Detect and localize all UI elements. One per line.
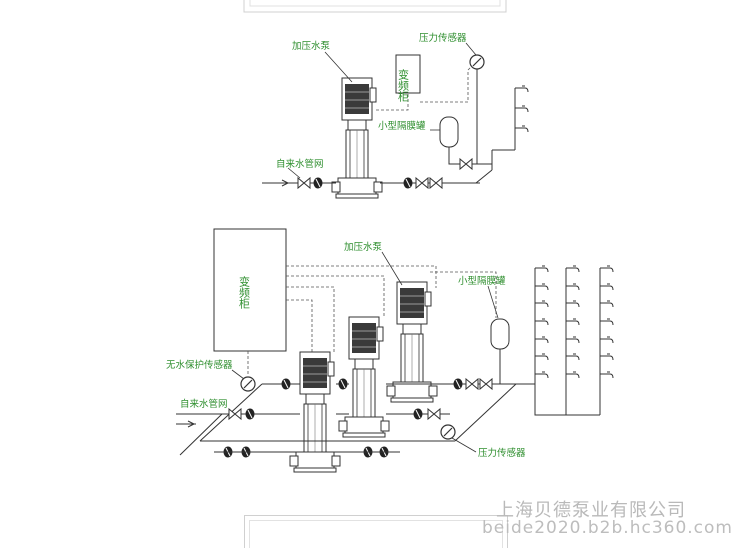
faucet-column-3	[599, 265, 614, 379]
bottom-pressure-sensor-label: 压力传感器	[478, 447, 526, 459]
bottom-vfd-label: 变频柜	[238, 275, 251, 310]
top-diaphragm-tank	[439, 116, 459, 156]
top-single-pump-diagram: 加压水泵 变频柜 压力传感器 小型隔膜罐 自来水管网	[262, 32, 529, 199]
top-banner-frame	[243, 0, 507, 13]
top-pressure-sensor-icon	[469, 54, 485, 70]
no-water-sensor-label: 无水保护传感器	[166, 359, 233, 371]
bottom-pump-label: 加压水泵	[344, 241, 383, 253]
watermark-company: 上海贝德泵业有限公司	[496, 500, 686, 521]
top-pressure-sensor-label: 压力传感器	[419, 32, 467, 44]
bottom-vfd-cabinet	[213, 228, 287, 352]
faucet-column-2	[565, 265, 580, 379]
bottom-booster-pump-2	[338, 316, 390, 438]
bottom-banner-frame	[244, 515, 508, 548]
top-mains-label: 自来水管网	[276, 158, 324, 170]
bottom-diaphragm-tank	[490, 318, 510, 358]
top-pump-label: 加压水泵	[292, 40, 331, 52]
top-vfd-cabinet	[395, 54, 421, 94]
top-tank-label: 小型隔膜罐	[378, 120, 426, 132]
watermark-url: beide2020.b2b.hc360.com	[482, 518, 733, 538]
bottom-booster-pump-1	[289, 351, 341, 473]
bottom-multi-pump-diagram: 变频柜 加压水泵 小型隔膜罐 无水保护传感器 自来水管网 压力传感器	[166, 228, 614, 473]
bottom-tank-label: 小型隔膜罐	[458, 275, 506, 287]
bottom-pressure-sensor-icon	[440, 424, 456, 440]
bottom-mains-label: 自来水管网	[180, 398, 228, 410]
no-water-sensor-icon	[240, 376, 256, 392]
top-vfd-label: 变频柜	[397, 68, 410, 103]
top-booster-pump	[331, 77, 383, 199]
faucet-column-1	[534, 265, 549, 379]
